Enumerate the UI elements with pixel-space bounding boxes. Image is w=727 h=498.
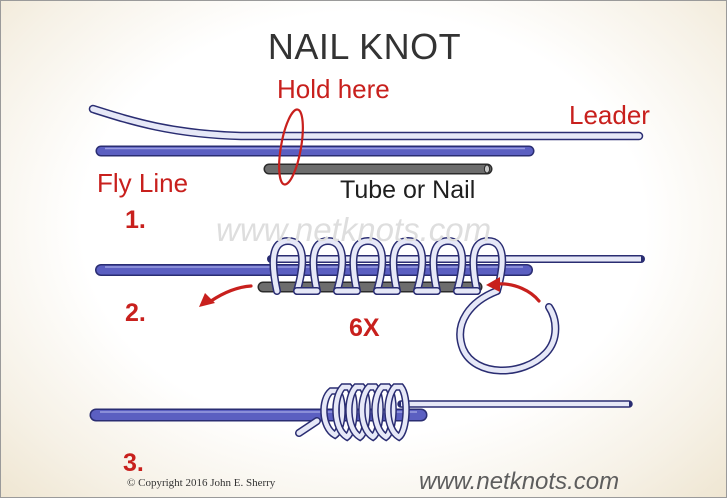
site-url: www.netknots.com xyxy=(419,468,620,495)
copyright-notice: © Copyright 2016 John E. Sherry xyxy=(127,477,276,489)
step-2-number: 2. xyxy=(125,299,146,327)
step2-illustration xyxy=(95,236,645,375)
pull-left-arrow xyxy=(209,284,253,303)
watermark: www.netknots.com xyxy=(216,211,492,248)
hold-here-label: Hold here xyxy=(277,74,390,104)
step2-coils xyxy=(269,236,507,295)
step-3-number: 3. xyxy=(123,449,144,477)
thread-back-arrow xyxy=(496,282,541,303)
step-1-number: 1. xyxy=(125,206,146,234)
tube-or-nail-label: Tube or Nail xyxy=(340,176,476,204)
wrap-count-label: 6X xyxy=(349,314,380,342)
hold-here-marker xyxy=(278,108,304,186)
leader-label: Leader xyxy=(569,100,650,130)
fly-line-label: Fly Line xyxy=(97,168,189,198)
step3-finished-knot xyxy=(320,383,410,442)
diagram-title: NAIL KNOT xyxy=(267,26,462,67)
step1-illustration xyxy=(88,104,644,186)
step3-illustration xyxy=(89,383,633,442)
